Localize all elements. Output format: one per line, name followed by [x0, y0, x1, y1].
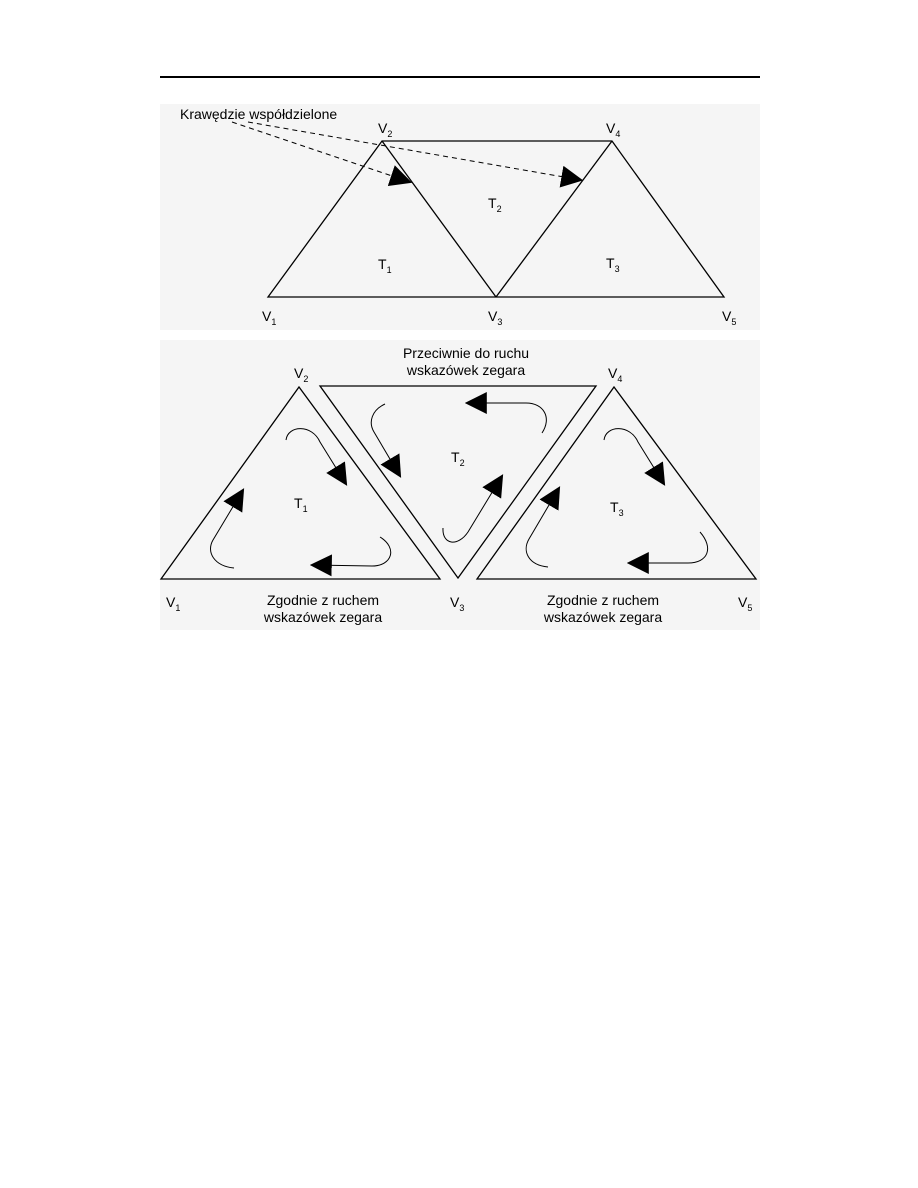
shared-edge-v2-v3 [381, 140, 497, 298]
t1-winding-arrow-3 [210, 488, 245, 569]
top-vertex-v4: V4 [606, 120, 620, 139]
shared-edge-v3-v4 [495, 140, 613, 298]
bottom-vertex-v4: V4 [608, 365, 622, 384]
top-diagram: Krawędzie współdzielone V1 V2 V3 V4 V5 T… [180, 106, 736, 327]
bottom-vertex-v3: V3 [450, 594, 464, 613]
t1-winding-arrow-1 [285, 428, 348, 486]
counterclockwise-caption-line2: wskazówek zegara [406, 362, 525, 378]
top-diagram-background [160, 104, 760, 330]
bottom-vertex-v2: V2 [294, 365, 308, 384]
clockwise-left-caption-line1: Zgodnie z ruchem [267, 592, 379, 608]
shared-edge-pointer-2 [247, 121, 584, 188]
t1-winding-arrow-2 [309, 536, 392, 577]
t2-winding-arrow-3 [442, 474, 504, 543]
shared-edge-pointer-1 [231, 121, 413, 187]
t3-winding-arrow-3 [525, 486, 561, 568]
t3-winding-arrow-2 [626, 531, 709, 574]
top-vertex-v2: V2 [378, 120, 392, 139]
bottom-triangle-t3: T3 [610, 499, 624, 518]
t3-winding-arrow-1 [603, 428, 666, 486]
clockwise-left-caption-line2: wskazówek zegara [263, 609, 382, 625]
triangle-t1-outline [159, 385, 442, 580]
triangle-t2-outline [318, 385, 598, 580]
top-vertex-v3: V3 [488, 308, 502, 327]
counterclockwise-caption-line1: Przeciwnie do ruchu [403, 345, 529, 361]
bottom-vertex-v1: V1 [166, 594, 180, 613]
header-rule [160, 76, 760, 78]
top-triangle-t3: T3 [606, 255, 620, 274]
top-triangle-t2: T2 [488, 195, 502, 214]
top-vertex-v1: V1 [262, 308, 276, 327]
strip-outline [266, 140, 726, 298]
shared-edges-annotation: Krawędzie współdzielone [180, 106, 337, 122]
clockwise-right-caption-line1: Zgodnie z ruchem [547, 592, 659, 608]
bottom-triangle-t1: T1 [294, 495, 308, 514]
top-triangle-t1: T1 [378, 256, 392, 275]
clockwise-right-caption-line2: wskazówek zegara [543, 609, 662, 625]
t2-winding-arrow-1 [464, 392, 547, 434]
triangle-t3-outline [475, 385, 758, 580]
bottom-diagram: Przeciwnie do ruchu wskazówek zegara Zgo… [159, 345, 758, 625]
top-vertex-v5: V5 [722, 308, 736, 327]
bottom-triangle-t2: T2 [451, 449, 465, 468]
t2-winding-arrow-2 [370, 403, 402, 478]
bottom-vertex-v5: V5 [738, 594, 752, 613]
